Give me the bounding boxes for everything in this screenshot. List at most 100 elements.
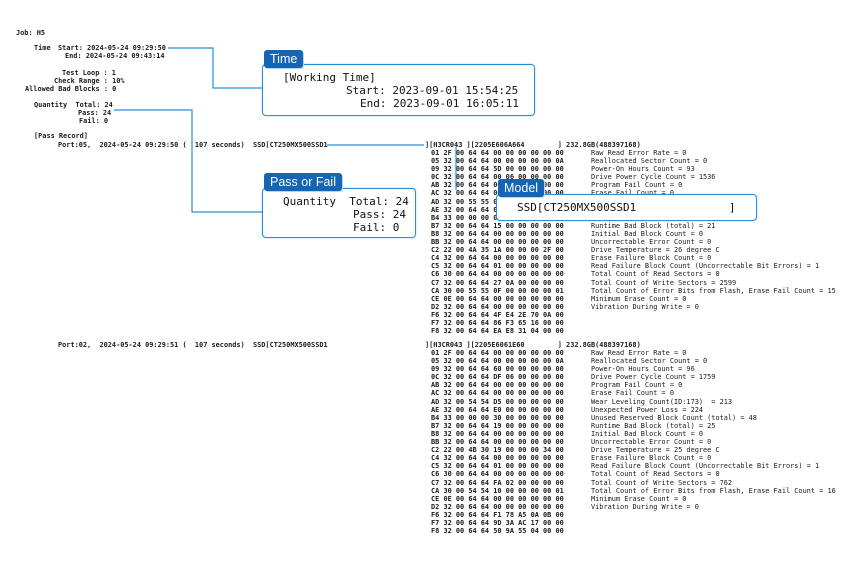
record-port-line: Port:02, 2024-05-24 09:29:51 ( 107 secon…	[58, 341, 328, 349]
smart-hex-values: F6 32 00 64 64 F1 78 A5 0A 0B 00	[431, 510, 564, 519]
smart-hex-values: BB 32 00 64 64 00 00 00 00 00 00	[431, 238, 564, 247]
smart-hex-values: CA 30 00 54 54 10 00 00 00 00 01	[431, 486, 564, 495]
smart-hex-values: 0C 32 00 64 64 DF 06 00 00 00 00	[431, 373, 564, 382]
table-row: 01 2F 00 64 64 00 00 00 00 00 00 Raw Read…	[431, 349, 836, 357]
table-row: CA 30 00 54 54 10 00 00 00 00 01 Total Co…	[431, 487, 836, 495]
smart-attribute-description: Raw Read Error Rate = 0	[591, 149, 687, 157]
smart-hex-values: D2 32 00 64 64 00 00 00 00 00 00	[431, 502, 564, 511]
smart-attribute-description: Erase Failure Block Count = 0	[591, 254, 712, 263]
table-row: F7 32 00 64 64 9D 3A AC 17 00 00	[431, 519, 836, 527]
table-row: C4 32 00 64 64 00 00 00 00 00 00 Erase Fa…	[431, 454, 836, 462]
smart-attribute-description: Total Count of Read Sectors = 0	[591, 270, 720, 279]
pass-record-label: [Pass Record]	[34, 132, 88, 140]
table-row: AC 32 00 64 64 00 00 00 00 00 00 Erase Fa…	[431, 389, 836, 397]
smart-attribute-description: Total Count of Write Sectors = 2599	[591, 278, 737, 287]
smart-hex-values: AE 32 00 64 64 E0 00 00 00 00 00	[431, 405, 564, 414]
table-row: B7 32 00 64 64 19 00 00 00 00 00 Runtime …	[431, 422, 836, 430]
table-row: 0C 32 00 64 64 00 06 00 00 00 00 Drive Po…	[431, 173, 836, 181]
table-row: B7 32 00 64 64 15 00 00 00 00 00 Runtime …	[431, 222, 836, 230]
smart-hex-values: C5 32 00 64 64 01 00 00 00 00 00	[431, 462, 564, 471]
time-callout: [Working Time] Start: 2023-09-01 15:54:2…	[262, 64, 535, 116]
smart-attribute-description: Drive Temperature = 26 degree C	[591, 246, 720, 255]
smart-hex-values: B7 32 00 64 64 15 00 00 00 00 00	[431, 221, 564, 230]
test-loop: Test Loop : 1	[62, 69, 116, 77]
smart-attribute-description: Minimum Erase Count = 0	[591, 294, 687, 303]
table-row: F6 32 00 64 64 4F E4 2E 70 0A 00	[431, 311, 836, 319]
smart-hex-values: C2 22 00 4B 30 19 00 00 00 34 00	[431, 446, 564, 455]
smart-hex-values: 0C 32 00 64 64 00 06 00 00 00 00	[431, 173, 564, 182]
smart-hex-values: F6 32 00 64 64 4F E4 2E 70 0A 00	[431, 310, 564, 319]
model-callout: SSD[CT250MX500SSD1 ]	[496, 194, 757, 221]
smart-hex-values: F7 32 00 64 64 86 F3 65 16 00 00	[431, 318, 564, 327]
smart-hex-values: AC 32 00 64 64 00 00 00 00 00 00	[431, 389, 564, 398]
smart-attribute-description: Erase Failure Block Count = 0	[591, 454, 712, 463]
working-time-end: End: 2023-09-01 16:05:11	[360, 97, 519, 110]
smart-hex-values: CE 0E 00 64 64 00 00 00 00 00 00	[431, 494, 564, 503]
smart-attribute-description: Drive Power Cycle Count = 1759	[591, 373, 716, 382]
table-row: F6 32 00 64 64 F1 78 A5 0A 0B 00	[431, 511, 836, 519]
record-drive-header: ][H3CR043 ][2205E606A664 ] 232.8GB(48839…	[425, 141, 641, 149]
smart-hex-values: B8 32 00 64 64 00 00 00 00 00 00	[431, 429, 564, 438]
check-range: Check Range : 10%	[54, 77, 125, 85]
record-port-line: Port:05, 2024-05-24 09:29:50 ( 107 secon…	[58, 141, 328, 149]
table-row: AE 32 00 64 64 E0 00 00 00 00 00 Unexpect…	[431, 406, 836, 414]
smart-hex-values: D2 32 00 64 64 00 00 00 00 00 00	[431, 302, 564, 311]
smart-attribute-description: Minimum Erase Count = 0	[591, 494, 687, 503]
time-heading: Time	[34, 44, 51, 52]
table-row: 01 2F 00 64 64 00 00 00 00 00 00 Raw Read…	[431, 149, 836, 157]
smart-attribute-description: Drive Temperature = 25 degree C	[591, 446, 720, 455]
quantity-pass: Pass: 24	[78, 109, 112, 117]
smart-attribute-description: Total Count of Error Bits from Flash, Er…	[591, 286, 836, 295]
smart-attribute-description: Uncorrectable Error Count = 0	[591, 438, 712, 447]
smart-attribute-description: Raw Read Error Rate = 0	[591, 349, 687, 357]
time-connector	[168, 47, 262, 89]
smart-attribute-description: Runtime Bad Block (total) = 25	[591, 421, 716, 430]
smart-attribute-description: Drive Power Cycle Count = 1536	[591, 173, 716, 182]
passfail-fail: Fail: 0	[353, 221, 400, 234]
quantity-fail: Fail: 0	[79, 117, 109, 125]
smart-hex-values: 01 2F 00 64 64 00 00 00 00 00 00	[431, 149, 564, 157]
table-row: C7 32 00 64 64 27 0A 00 00 00 00 Total Co…	[431, 279, 836, 287]
smart-hex-values: C4 32 00 64 64 00 00 00 00 00 00	[431, 454, 564, 463]
smart-hex-values: B8 32 00 64 64 00 00 00 00 00 00	[431, 229, 564, 238]
smart-hex-values: C7 32 00 64 64 FA 02 00 00 00 00	[431, 478, 564, 487]
smart-attribute-description: Runtime Bad Block (total) = 21	[591, 221, 716, 230]
smart-hex-values: B4 33 00 00 00 30 00 00 00 00 00	[431, 413, 564, 422]
smart-attribute-description: Erase Fail Count = 0	[591, 389, 674, 398]
smart-hex-values: C7 32 00 64 64 27 0A 00 00 00 00	[431, 278, 564, 287]
smart-attribute-description: Unexpected Power Loss = 224	[591, 405, 704, 414]
smart-hex-values: F8 32 00 64 64 50 9A 55 04 00 00	[431, 527, 564, 536]
passfail-callout: Quantity Total: 24 Pass: 24 Fail: 0	[262, 188, 416, 238]
smart-attribute-description: Wear Leveling Count(ID:173) = 213	[591, 397, 733, 406]
smart-hex-values: 09 32 00 64 64 60 00 00 00 00 00	[431, 365, 564, 374]
table-row: D2 32 00 64 64 00 00 00 00 00 00 Vibratio…	[431, 503, 836, 511]
model-tab: Model	[498, 179, 545, 197]
smart-hex-values: AD 32 00 54 54 D5 00 00 00 00 00	[431, 397, 564, 406]
table-row: 0C 32 00 64 64 DF 06 00 00 00 00 Drive Po…	[431, 373, 836, 381]
smart-attribute-description: Unused Reserved Block Count (total) = 48	[591, 413, 757, 422]
smart-hex-values: F8 32 00 64 64 EA E8 31 04 00 00	[431, 327, 564, 336]
smart-attribute-description: Vibration During Write = 0	[591, 502, 699, 511]
smart-attribute-description: Total Count of Read Sectors = 0	[591, 470, 720, 479]
passfail-total: Quantity Total: 24	[283, 195, 409, 208]
smart-hex-values: 01 2F 00 64 64 00 00 00 00 00 00	[431, 349, 564, 357]
smart-attribute-description: Total Count of Error Bits from Flash, Er…	[591, 486, 836, 495]
allowed-bad-blocks: Allowed Bad Blocks : 0	[25, 85, 117, 93]
table-row: CE 0E 00 64 64 00 00 00 00 00 00 Minimum …	[431, 495, 836, 503]
smart-hex-values: C5 32 00 64 64 01 00 00 00 00 00	[431, 262, 564, 271]
smart-hex-values: B7 32 00 64 64 19 00 00 00 00 00	[431, 421, 564, 430]
smart-attribute-description: Reallocated Sector Count = 0	[591, 357, 708, 366]
